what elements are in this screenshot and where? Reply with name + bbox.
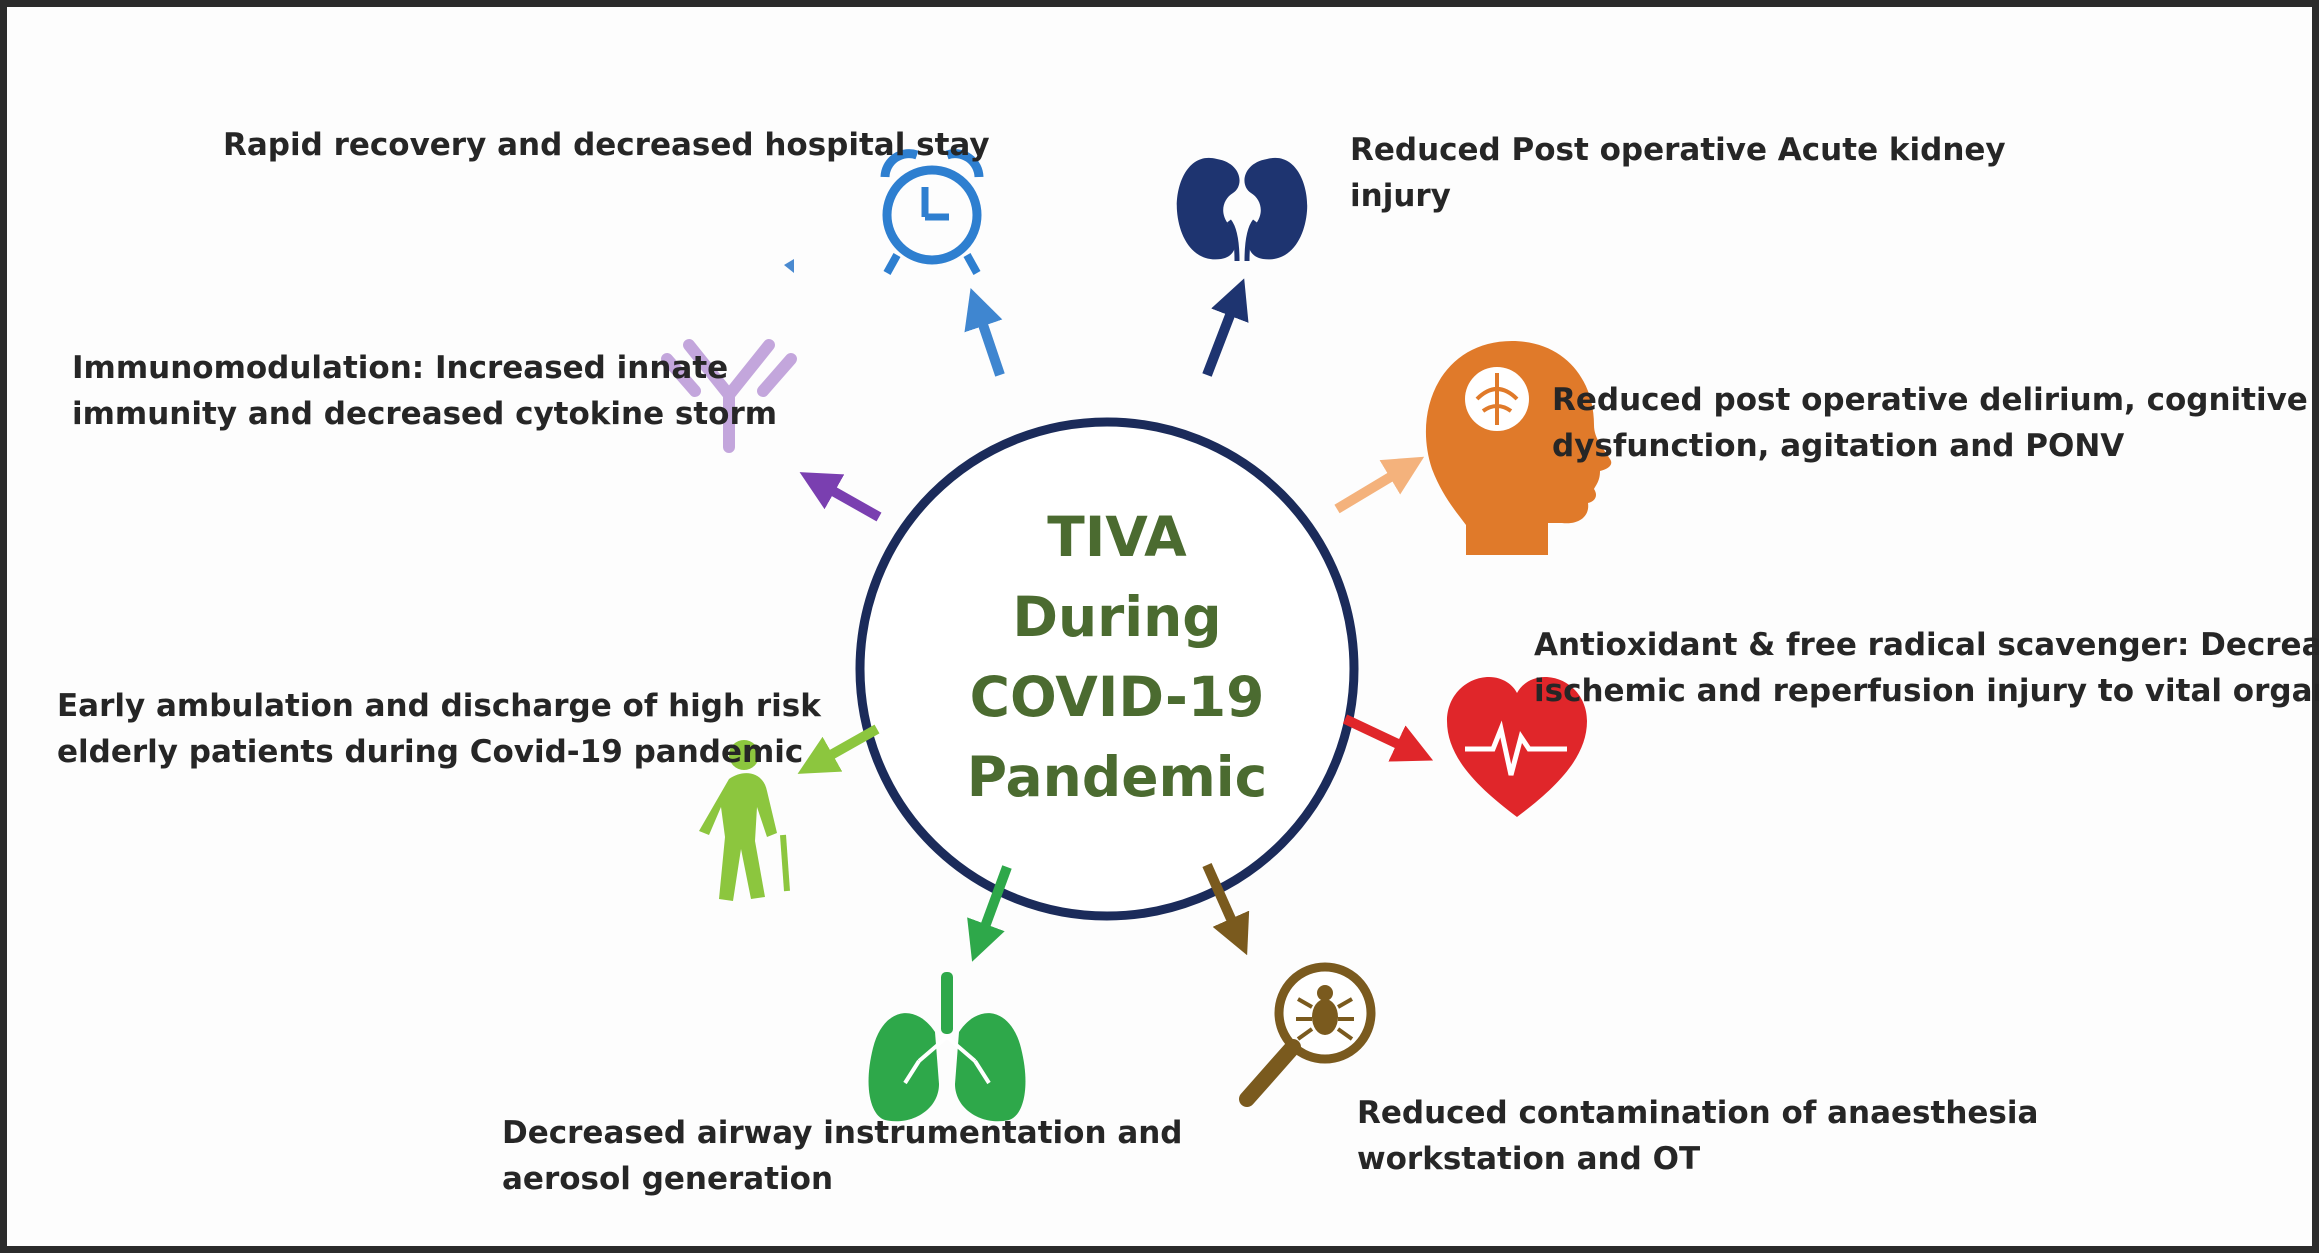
diagram-graphics (661, 149, 1612, 1122)
label-immuno-line-1: Immunomodulation: Increased innate (72, 350, 729, 386)
label-airway: Decreased airway instrumentation and aer… (502, 1110, 1183, 1202)
bug-magnifier-icon (1239, 962, 1376, 1107)
arrow-ambulation (797, 724, 880, 774)
arrow-contamination (1202, 862, 1250, 956)
heart-pulse-icon (1447, 677, 1587, 817)
label-ambulation-line-2: elderly patients during Covid-19 pandemi… (57, 734, 804, 770)
label-delirium-line-1: Reduced post operative delirium, cogniti… (1552, 382, 2308, 418)
label-delirium-line-2: dysfunction, agitation and PONV (1552, 428, 2125, 464)
label-kidney-line-1: Reduced Post operative Acute kidney (1350, 132, 2006, 168)
label-ambulation: Early ambulation and discharge of high r… (57, 683, 821, 775)
label-kidney-line-2: injury (1350, 178, 1451, 214)
center-title: TIVA During COVID-19 Pandemic (937, 497, 1297, 817)
center-circle (855, 417, 1359, 921)
arrow-recovery (964, 288, 1005, 377)
label-immuno: Immunomodulation: Increased innate immun… (72, 345, 777, 437)
label-antioxidant-line-2: ischemic and reperfusion injury to vital… (1534, 673, 2319, 709)
label-contamination: Reduced contamination of anaesthesia wor… (1357, 1090, 2038, 1182)
label-airway-line-2: aerosol generation (502, 1161, 834, 1197)
label-antioxidant: Antioxidant & free radical scavenger: De… (1534, 622, 2319, 714)
antibody-icon (661, 339, 797, 453)
label-recovery-line-1: Rapid recovery and decreased hospital st… (223, 127, 990, 163)
label-immuno-line-2: immunity and decreased cytokine storm (72, 396, 778, 432)
alarm-clock-icon (880, 149, 984, 275)
arrow-immuno (799, 472, 882, 522)
center-title-line-1: TIVA During (1012, 505, 1222, 649)
brain-head-icon (1425, 341, 1612, 555)
kidney-icon (1176, 157, 1308, 262)
label-recovery: Rapid recovery and decreased hospital st… (223, 122, 990, 168)
arrow-antioxidant (1342, 714, 1434, 762)
stray-mark-icon (784, 259, 794, 273)
elderly-person-icon (699, 740, 790, 901)
arrow-kidney (1202, 278, 1249, 377)
label-delirium: Reduced post operative delirium, cogniti… (1552, 377, 2308, 469)
center-title-line-3: Pandemic (966, 745, 1268, 809)
arrow-delirium (1334, 456, 1425, 514)
label-contamination-line-2: workstation and OT (1357, 1141, 1701, 1177)
label-contamination-line-1: Reduced contamination of anaesthesia (1357, 1095, 2039, 1131)
label-airway-line-1: Decreased airway instrumentation and (502, 1115, 1183, 1151)
arrow-airway (967, 865, 1012, 962)
lungs-icon (868, 972, 1026, 1122)
label-antioxidant-line-1: Antioxidant & free radical scavenger: De… (1534, 627, 2319, 663)
label-kidney: Reduced Post operative Acute kidney inju… (1350, 127, 2006, 219)
center-title-line-2: COVID-19 (969, 665, 1265, 729)
label-ambulation-line-1: Early ambulation and discharge of high r… (57, 688, 821, 724)
